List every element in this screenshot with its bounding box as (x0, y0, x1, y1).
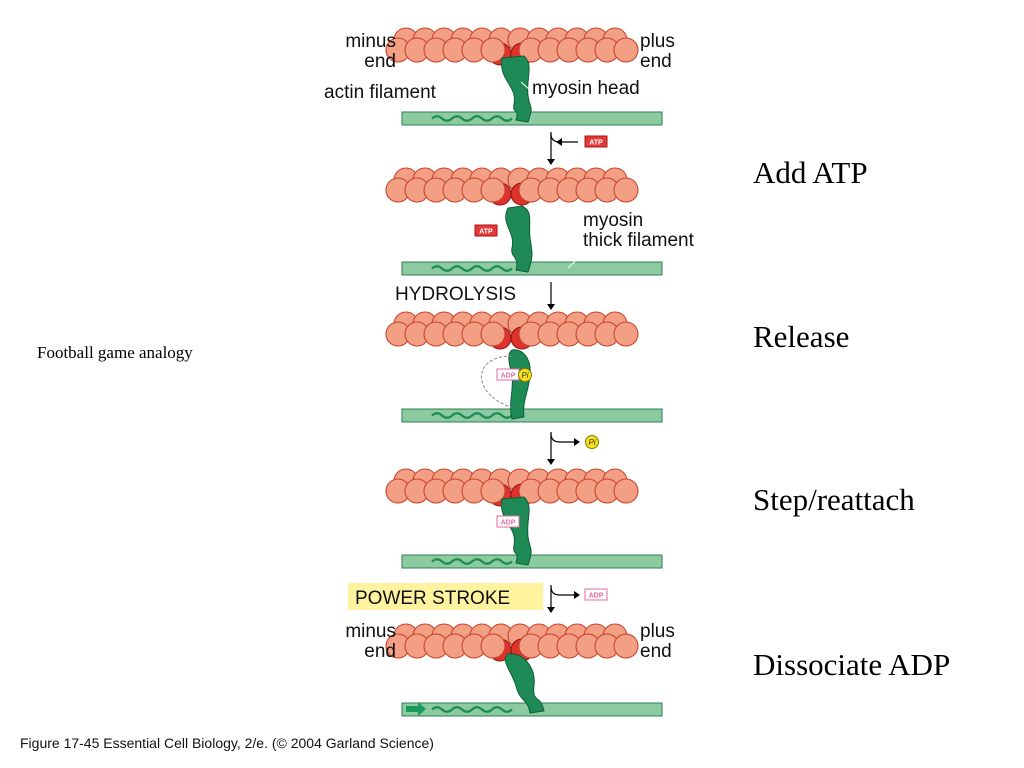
actin-filament-label: actin filament (324, 82, 437, 103)
power-stroke-highlight (348, 583, 543, 610)
adp-tag: ADP (496, 368, 520, 381)
step-label: Dissociate ADP (753, 647, 950, 682)
actin-filament (385, 468, 639, 507)
hydrolysis-label: HYDROLYSIS (395, 284, 516, 305)
myosin-thick-filament (401, 554, 663, 569)
step-label: Release (753, 319, 849, 354)
myosin-head (504, 653, 545, 714)
cycle-panel (385, 27, 663, 126)
actin-filament (385, 27, 639, 66)
myosin-head-label: myosin head (532, 78, 640, 99)
myosin-head (505, 205, 533, 273)
myosin-thick-filament (401, 111, 663, 126)
svg-text:ATP: ATP (479, 228, 493, 235)
cycle-panel: ATP (385, 167, 663, 276)
svg-text:Pi: Pi (521, 371, 528, 380)
myosin-thick-filament (401, 261, 663, 276)
svg-text:ADP: ADP (501, 372, 516, 379)
cycle-panel: ADP (385, 468, 663, 569)
cycle-panel (385, 623, 663, 717)
actin-filament (385, 311, 639, 350)
power-stroke-label: POWER STROKE (355, 588, 510, 609)
myosin-thick-filament (401, 408, 663, 423)
thick-filament-leader-line (567, 251, 586, 269)
adp-tag: ADP (496, 515, 520, 528)
phosphate-pi: Pi (585, 435, 599, 449)
figure-caption: Figure 17-45 Essential Cell Biology, 2/e… (20, 735, 434, 751)
svg-text:ADP: ADP (589, 592, 604, 599)
atp-tag: ATP (584, 135, 608, 148)
svg-text:ATP: ATP (589, 139, 603, 146)
transition-arrow: Pi (547, 432, 599, 465)
myosin-head (501, 496, 532, 566)
transition-arrow: ADP (547, 585, 608, 613)
actin-filament (385, 167, 639, 206)
transition-arrow (547, 282, 555, 310)
movement-arrow (406, 702, 426, 716)
atp-tag: ATP (474, 224, 498, 237)
side-note: Football game analogy (37, 343, 193, 362)
adp-tag: ADP (584, 588, 608, 601)
transition-arrow: ATP (547, 132, 608, 165)
myosin-head (501, 55, 532, 123)
phosphate-pi: Pi (518, 368, 532, 382)
cycle-panel: ADP Pi (385, 311, 663, 423)
myosin-head (508, 349, 531, 420)
step-label: Step/reattach (753, 482, 915, 517)
svg-text:Pi: Pi (588, 438, 595, 447)
step-label: Add ATP (753, 155, 868, 190)
previous-head-position (481, 355, 515, 409)
myosin-head-leader-line (520, 81, 531, 91)
svg-text:ADP: ADP (501, 519, 516, 526)
actin-leader-line (454, 65, 473, 85)
